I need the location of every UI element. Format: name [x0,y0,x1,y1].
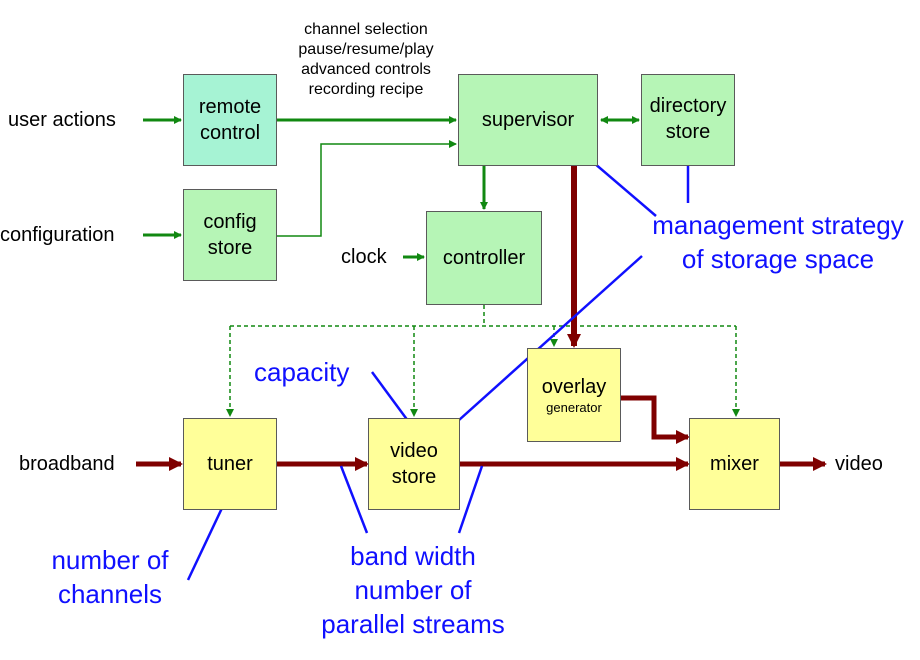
config-store-box: config store [183,189,277,281]
arrow-overlay-to-mixer [621,395,690,444]
supervisor-box: supervisor [458,74,598,166]
configuration-label: configuration [0,224,115,246]
arrow-config-to-supervisor [277,140,457,237]
command-notes: channel selection pause/resume/play adva… [268,20,464,100]
controller-box: controller [426,211,542,305]
note-line: channel selection [304,21,428,38]
annotation-bandwidth: band width number of parallel streams [321,541,505,639]
control-bus [226,305,740,417]
remote-control-box: remote control [183,74,277,166]
annotation-number-of-channels: number of channels [51,545,169,609]
directory-store-box: directory store [641,74,735,166]
annotation-management-strategy: management strategy of storage space [652,210,904,274]
note-line: pause/resume/play [298,41,434,58]
overlay-generator-box: overlay generator [527,348,621,442]
user-actions-label: user actions [8,109,116,131]
video-store-box: video store [368,418,460,510]
mixer-box: mixer [689,418,780,510]
clock-label: clock [341,246,387,268]
note-line: recording recipe [308,81,424,98]
tuner-box: tuner [183,418,277,510]
note-line: advanced controls [301,61,431,78]
video-output-label: video [835,453,883,475]
broadband-label: broadband [19,453,115,475]
annotation-capacity: capacity [254,357,350,387]
